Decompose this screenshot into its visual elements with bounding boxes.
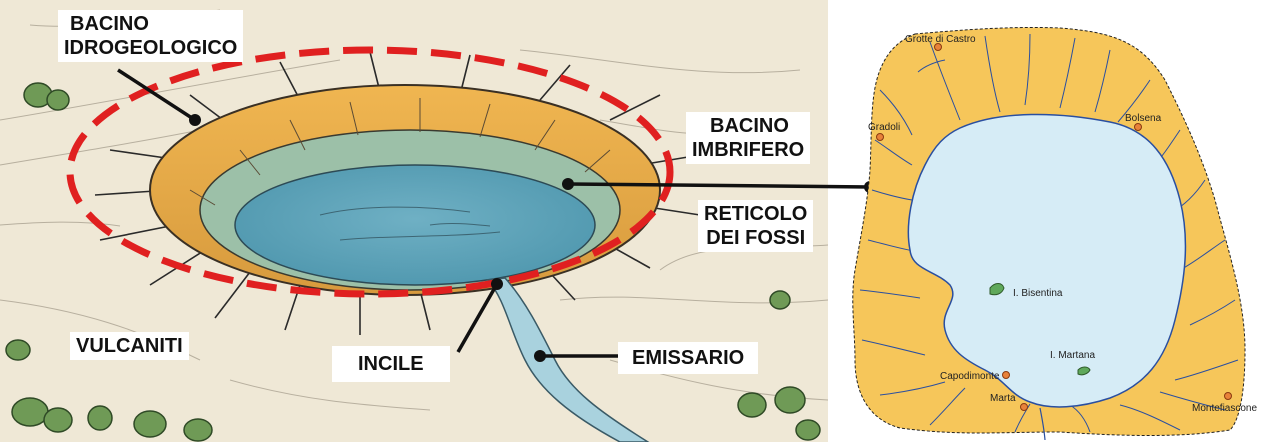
label-reticolo-line1: RETICOLO <box>704 202 807 226</box>
town-label-gradoli: Gradoli <box>868 122 900 133</box>
label-bacino-imbrifero: BACINO IMBRIFERO <box>686 112 810 164</box>
pointer-dot-incile <box>491 278 503 290</box>
town-marker-marta <box>1021 404 1028 411</box>
label-bacino-imbrifero-line1: BACINO <box>692 114 804 138</box>
town-label-bolsena: Bolsena <box>1125 113 1162 124</box>
town-marker-capodimonte <box>1003 372 1010 379</box>
label-reticolo-line2: DEI FOSSI <box>704 226 807 250</box>
island-label-martana: I. Martana <box>1050 350 1095 361</box>
label-bacino-idrogeologico: BACINO IDROGEOLOGICO <box>58 10 243 62</box>
island-label-bisentina: I. Bisentina <box>1013 288 1063 299</box>
town-label-montefiascone: Montefiascone <box>1192 403 1257 414</box>
town-marker-gradoli <box>877 134 884 141</box>
label-bacino-idrogeologico-line2: IDROGEOLOGICO <box>64 36 237 60</box>
pointer-dot-bacino-idrogeologico <box>189 114 201 126</box>
pointer-dot-crater <box>562 178 574 190</box>
crater-lake <box>235 165 595 285</box>
town-marker-montefiascone <box>1225 393 1232 400</box>
label-incile: INCILE <box>332 346 450 382</box>
label-bacino-imbrifero-line2: IMBRIFERO <box>692 138 804 162</box>
label-bacino-idrogeologico-line1: BACINO <box>64 12 237 36</box>
town-label-capodimonte: Capodimonte <box>940 371 1000 382</box>
label-reticolo-dei-fossi: RETICOLO DEI FOSSI <box>698 200 813 252</box>
pointer-dot-emissario <box>534 350 546 362</box>
town-label-marta: Marta <box>990 393 1016 404</box>
label-vulcaniti: VULCANITI <box>70 332 189 360</box>
label-emissario: EMISSARIO <box>618 342 758 374</box>
bolsena-map: Grotte di Castro Gradoli Bolsena I. Bise… <box>853 27 1258 440</box>
town-label-grotte: Grotte di Castro <box>905 34 976 45</box>
town-marker-bolsena <box>1135 124 1142 131</box>
